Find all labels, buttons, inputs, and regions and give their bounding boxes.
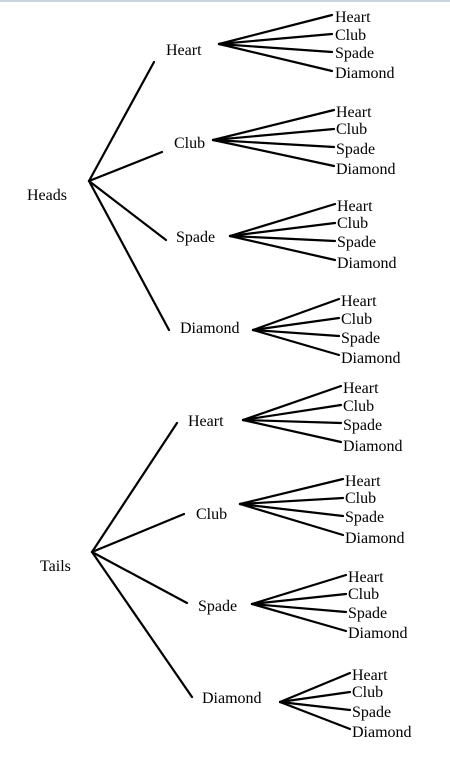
leaf-label-heads-diamond-diamond: Diamond	[341, 350, 401, 367]
leaf-line-heads-diamond-diamond	[251, 328, 341, 357]
leaf-label-heads-club-heart: Heart	[336, 104, 372, 121]
leaf-line-tails-spade-club	[250, 592, 348, 606]
leaf-label-heads-spade-heart: Heart	[337, 198, 373, 215]
branch-line-heads-spade	[87, 179, 168, 242]
leaf-label-heads-club-diamond: Diamond	[336, 161, 396, 178]
leaf-line-tails-diamond-club	[278, 690, 352, 704]
leaf-label-tails-spade-diamond: Diamond	[348, 625, 408, 642]
leaf-label-heads-heart-spade: Spade	[335, 45, 374, 62]
leaf-label-heads-diamond-club: Club	[341, 311, 372, 328]
leaf-label-heads-spade-spade: Spade	[337, 234, 376, 251]
leaf-line-tails-spade-diamond	[250, 602, 348, 633]
leaf-line-tails-diamond-heart	[278, 671, 352, 704]
leaf-label-tails-spade-club: Club	[348, 586, 379, 603]
leaf-line-tails-heart-club	[241, 403, 343, 422]
leaf-line-heads-diamond-spade	[251, 328, 341, 338]
leaf-line-heads-heart-heart	[217, 13, 334, 46]
node-label-heads-heart: Heart	[166, 42, 202, 59]
leaf-line-heads-spade-club	[228, 221, 337, 238]
branch-line-tails-diamond	[90, 550, 194, 699]
leaf-line-heads-heart-diamond	[217, 42, 334, 73]
leaf-label-tails-spade-heart: Heart	[348, 569, 384, 586]
leaf-label-tails-diamond-club: Club	[352, 684, 383, 701]
root-label-heads: Heads	[27, 187, 67, 204]
leaf-label-heads-diamond-spade: Spade	[341, 330, 380, 347]
leaf-line-heads-club-heart	[211, 108, 336, 142]
leaf-label-tails-heart-heart: Heart	[343, 380, 379, 397]
leaf-line-heads-diamond-club	[251, 316, 341, 332]
branch-line-heads-club	[87, 150, 164, 183]
leaf-label-tails-spade-spade: Spade	[348, 605, 387, 622]
leaf-line-tails-club-diamond	[238, 502, 345, 537]
branch-line-heads-heart	[87, 60, 156, 183]
leaf-label-tails-heart-diamond: Diamond	[343, 438, 403, 455]
leaf-label-heads-heart-heart: Heart	[335, 9, 371, 26]
leaf-line-heads-spade-heart	[228, 202, 337, 238]
leaf-line-tails-diamond-diamond	[278, 700, 352, 731]
node-label-heads-spade: Spade	[176, 229, 215, 246]
leaf-label-heads-spade-club: Club	[337, 215, 368, 232]
leaf-line-tails-heart-spade	[241, 418, 343, 425]
leaf-label-tails-club-heart: Heart	[345, 473, 381, 490]
branch-line-tails-club	[90, 512, 186, 554]
leaf-label-tails-club-club: Club	[345, 490, 376, 507]
leaf-label-tails-diamond-heart: Heart	[352, 667, 388, 684]
leaf-label-heads-club-club: Club	[336, 121, 367, 138]
leaf-line-heads-club-spade	[211, 138, 336, 149]
leaf-line-tails-spade-spade	[250, 602, 348, 614]
leaf-line-tails-club-club	[238, 496, 345, 506]
leaf-line-tails-diamond-spade	[278, 700, 352, 712]
branch-line-heads-diamond	[87, 179, 171, 332]
node-label-tails-diamond: Diamond	[202, 690, 262, 707]
leaf-line-heads-club-diamond	[211, 138, 336, 168]
leaf-label-tails-diamond-spade: Spade	[352, 704, 391, 721]
leaf-label-heads-diamond-heart: Heart	[341, 293, 377, 310]
node-label-heads-diamond: Diamond	[180, 320, 240, 337]
leaf-line-tails-club-spade	[238, 502, 345, 518]
leaf-line-tails-spade-heart	[250, 573, 348, 606]
leaf-label-tails-heart-spade: Spade	[343, 417, 382, 434]
leaf-label-tails-club-spade: Spade	[345, 509, 384, 526]
leaf-line-tails-heart-heart	[241, 384, 343, 422]
leaf-line-heads-spade-spade	[228, 234, 337, 243]
branch-line-tails-spade	[90, 550, 189, 605]
leaf-line-heads-heart-spade	[217, 42, 334, 54]
leaf-label-heads-heart-club: Club	[335, 27, 366, 44]
node-label-tails-club: Club	[196, 506, 227, 523]
node-label-tails-spade: Spade	[198, 598, 237, 615]
top-border	[0, 0, 450, 2]
leaf-label-heads-spade-diamond: Diamond	[337, 255, 397, 272]
root-label-tails: Tails	[40, 558, 71, 575]
leaf-line-tails-club-heart	[238, 477, 345, 506]
leaf-label-tails-club-diamond: Diamond	[345, 530, 405, 547]
leaf-line-heads-diamond-heart	[251, 297, 341, 332]
leaf-line-tails-heart-diamond	[241, 418, 343, 444]
leaf-label-tails-heart-club: Club	[343, 398, 374, 415]
leaf-label-heads-club-spade: Spade	[336, 141, 375, 158]
node-label-heads-club: Club	[174, 135, 205, 152]
node-label-tails-heart: Heart	[188, 413, 224, 430]
branch-line-tails-heart	[90, 421, 179, 554]
leaf-label-tails-diamond-diamond: Diamond	[352, 724, 412, 741]
leaf-line-heads-spade-diamond	[228, 234, 337, 262]
leaf-label-heads-heart-diamond: Diamond	[335, 65, 395, 82]
leaf-line-heads-club-club	[211, 127, 336, 142]
leaf-line-heads-heart-club	[217, 32, 334, 46]
